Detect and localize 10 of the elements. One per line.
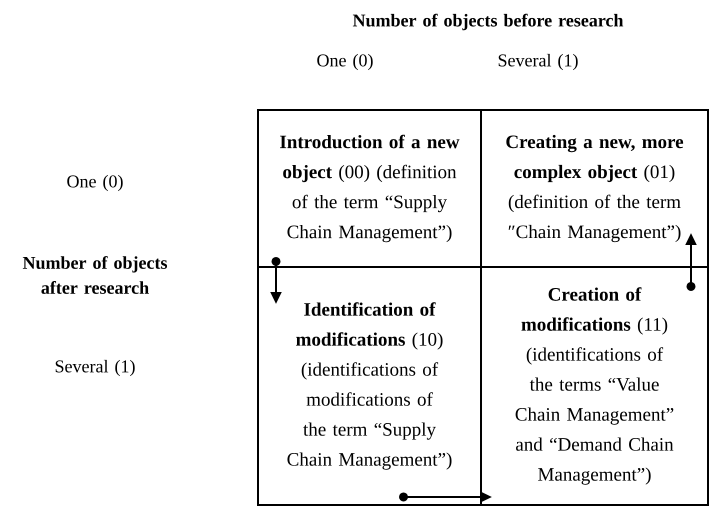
row-label: One (0) (67, 174, 123, 192)
table-cell: Creating a new, more complex object (01) (definition of the term ″Chain Management”) (480, 108, 709, 268)
axis-title: Number of objects after research (22, 256, 168, 294)
table-cell: Introduction of a new object (00) (definition of the term “Supply Chain Management”) (257, 108, 482, 268)
column-label: One (0) (317, 54, 373, 70)
axis-title: Number of objects before research (352, 14, 624, 30)
column-label: Several (1) (498, 54, 578, 70)
table-cell: Identification of modifications (10) (identifications of modifications of the term “Supply Chain Management”) (257, 266, 482, 506)
row-label: Several (1) (56, 360, 135, 376)
table-cell: Creation of modifications (11) (identifications of the terms “Value Chain Management” and “Demand Chain Management”) (480, 266, 709, 506)
